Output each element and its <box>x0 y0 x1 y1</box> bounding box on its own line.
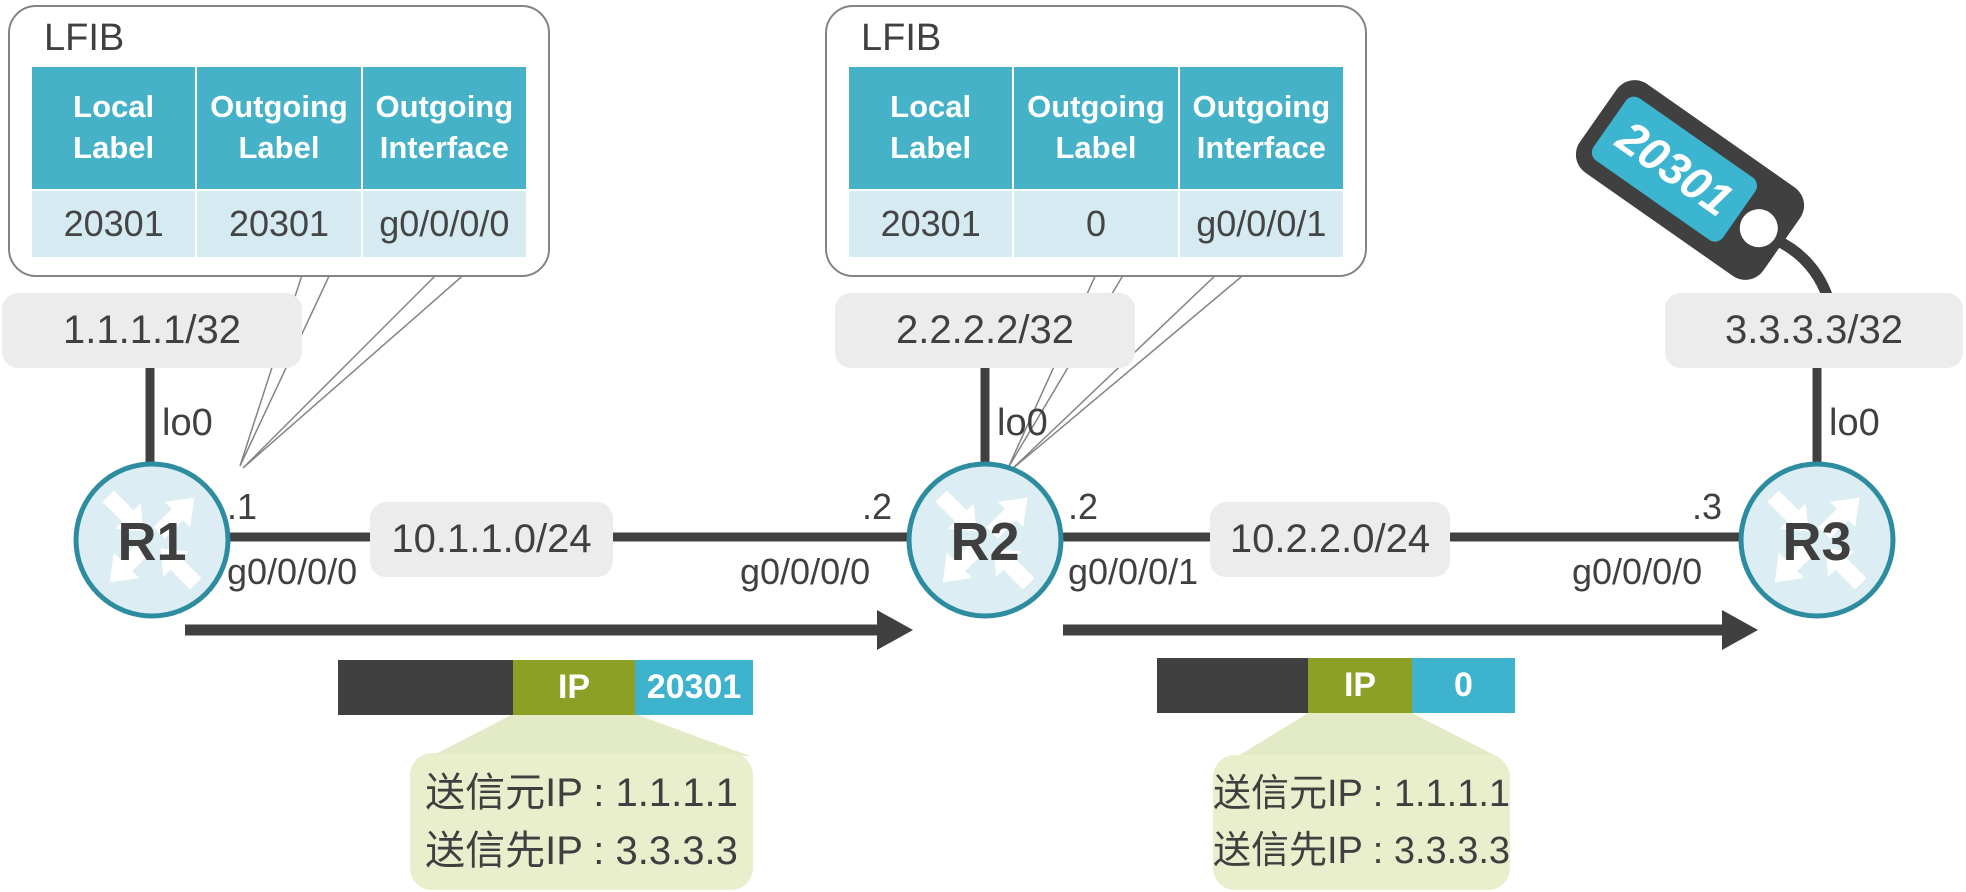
lfib-table-r1: Local Label Outgoing Label Outgoing Inte… <box>32 67 526 257</box>
router-name: R3 <box>1782 512 1851 572</box>
column-header: Local Label <box>849 67 1013 189</box>
loopback-box-r2: 2.2.2.2/32 <box>835 293 1135 368</box>
table-cell-outgoing-interface: g0/0/0/1 <box>1179 191 1343 257</box>
router-name: R1 <box>117 512 186 572</box>
column-header: Outgoing Label <box>1014 67 1178 189</box>
packet-flow-arrow-r1-r2 <box>185 610 913 650</box>
packet-payload-segment <box>338 660 513 715</box>
table-cell-outgoing-label: 0 <box>1014 191 1178 257</box>
addr-label-r3-link2: .3 <box>1692 486 1723 527</box>
column-header: Local Label <box>32 67 196 189</box>
router-name: R2 <box>950 512 1019 572</box>
lfib-title: LFIB <box>44 17 125 59</box>
packet-flow-arrow-r2-r3 <box>1063 610 1758 650</box>
column-header: Outgoing Label <box>197 67 361 189</box>
packet-r1-r2: IP 20301 <box>338 660 753 715</box>
source-ip-line: 送信元IP : 1.1.1.1 <box>425 770 738 815</box>
note-pointer <box>1235 713 1500 758</box>
source-ip-line: 送信元IP : 1.1.1.1 <box>1212 772 1511 815</box>
ip-header-note-2: 送信元IP : 1.1.1.1 送信先IP : 3.3.3.3 <box>1213 755 1510 890</box>
addr-label-r2-link2: .2 <box>1068 486 1099 527</box>
lo0-label-r3: lo0 <box>1829 402 1880 444</box>
packet-mpls-label-segment: 0 <box>1412 658 1515 713</box>
iface-label-r2-link1: g0/0/0/0 <box>740 551 871 592</box>
iface-label-r2-link2: g0/0/0/1 <box>1068 551 1199 592</box>
router-icon-r2: R2 <box>906 461 1064 619</box>
lo0-label-r2: lo0 <box>997 402 1048 444</box>
table-cell-local-label: 20301 <box>32 191 196 257</box>
router-icon-r3: R3 <box>1738 461 1896 619</box>
lo0-label-r1: lo0 <box>162 402 213 444</box>
iface-label-r3-link2: g0/0/0/0 <box>1572 551 1703 592</box>
note-pointer <box>432 714 750 756</box>
packet-ip-segment: IP <box>513 660 635 715</box>
addr-label-r1-link1: .1 <box>227 486 258 527</box>
iface-label-r1-link1: g0/0/0/0 <box>227 551 358 592</box>
packet-ip-segment: IP <box>1308 658 1412 713</box>
column-header: Outgoing Interface <box>1179 67 1343 189</box>
lfib-callout-r1: LFIB Local Label Outgoing Label Outgoing… <box>8 5 550 277</box>
packet-r2-r3: IP 0 <box>1157 658 1515 713</box>
addr-label-r2-link1: .2 <box>862 486 893 527</box>
network-box-link2: 10.2.2.0/24 <box>1210 502 1450 577</box>
lfib-callout-r2: LFIB Local Label Outgoing Label Outgoing… <box>825 5 1367 277</box>
loopback-box-r3: 3.3.3.3/32 <box>1665 293 1963 368</box>
column-header: Outgoing Interface <box>362 67 526 189</box>
table-cell-outgoing-label: 20301 <box>197 191 361 257</box>
ip-header-note-1: 送信元IP : 1.1.1.1 送信先IP : 3.3.3.3 <box>410 753 753 890</box>
table-cell-local-label: 20301 <box>849 191 1013 257</box>
destination-ip-line: 送信先IP : 3.3.3.3 <box>425 828 738 873</box>
table-cell-outgoing-interface: g0/0/0/0 <box>362 191 526 257</box>
packet-payload-segment <box>1157 658 1308 713</box>
packet-mpls-label-segment: 20301 <box>635 660 753 715</box>
lfib-title: LFIB <box>861 17 942 59</box>
router-icon-r1: R1 <box>73 461 231 619</box>
loopback-box-r1: 1.1.1.1/32 <box>2 293 302 368</box>
network-box-link1: 10.1.1.0/24 <box>370 502 613 577</box>
lfib-table-r2: Local Label Outgoing Label Outgoing Inte… <box>849 67 1343 257</box>
label-tag-icon: 20301 <box>1575 80 1805 280</box>
destination-ip-line: 送信先IP : 3.3.3.3 <box>1212 829 1511 872</box>
